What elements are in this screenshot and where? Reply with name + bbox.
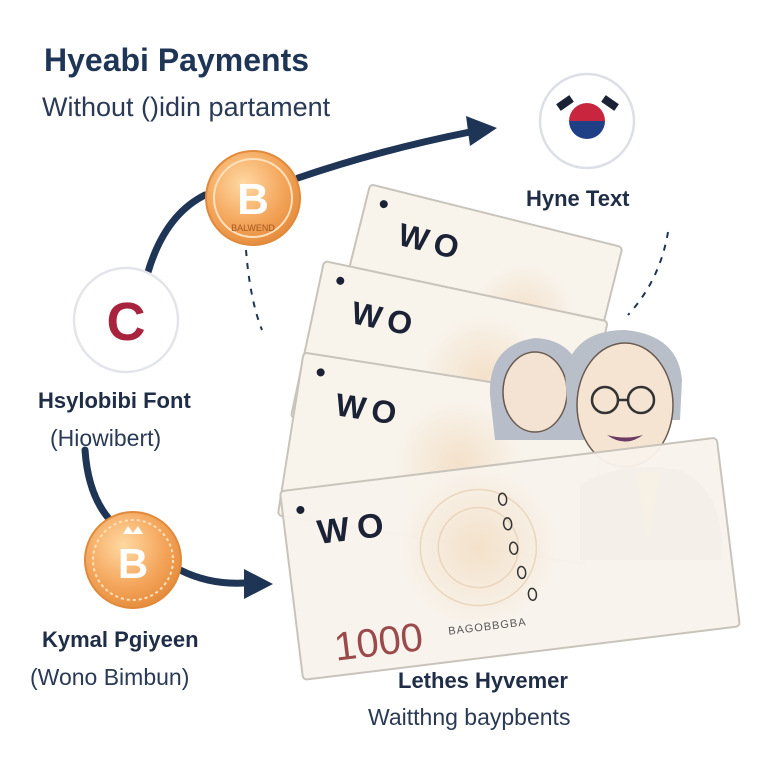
banknote-denomination: 1000 (332, 615, 426, 670)
flow-arrow-top (144, 191, 209, 276)
coin-top-glyph: B (237, 175, 269, 224)
coin-bottom-glyph: B (118, 540, 148, 587)
banknote-front: WO 1000 BAGOBBGBA (279, 437, 741, 681)
c-letter-icon: C (107, 292, 146, 352)
c-node: C (72, 266, 180, 374)
korea-flag-icon (556, 95, 619, 139)
coin-top-caption: BALWEND (231, 223, 275, 233)
coin-bottom: B (84, 511, 182, 609)
c-node-label: Hsylobibi Font (38, 388, 191, 413)
coin-bottom-sublabel: (Wono Bimbun) (30, 664, 190, 690)
flow-arrow-to-flag (294, 128, 474, 182)
flow-arrow-to-notes (176, 566, 249, 587)
portrait-outline-dots (497, 492, 538, 602)
c-node-sublabel: (Hiowibert) (50, 425, 162, 451)
arrowhead-to-flag-icon (466, 116, 497, 146)
banknote-front-marking: WO (315, 505, 394, 552)
portrait-back-man (489, 338, 584, 440)
dashed-connector-left (245, 249, 263, 331)
flag-label: Hyne Text (526, 186, 630, 211)
banknotes-sublabel: Waitthng baypbents (368, 704, 571, 730)
banknotes-label: Lethes Hyvemer (398, 668, 568, 693)
flow-arrow-left (81, 446, 114, 524)
page-subtitle: Without ()idin partament (42, 92, 331, 122)
arrowhead-to-notes-icon (244, 569, 273, 599)
coin-bottom-label: Kymal Pgiyeen (42, 627, 199, 652)
dashed-connector-right (627, 231, 669, 316)
crown-icon (123, 526, 143, 534)
coin-top: B BALWEND (205, 150, 301, 246)
page-title: Hyeabi Payments (44, 42, 310, 78)
